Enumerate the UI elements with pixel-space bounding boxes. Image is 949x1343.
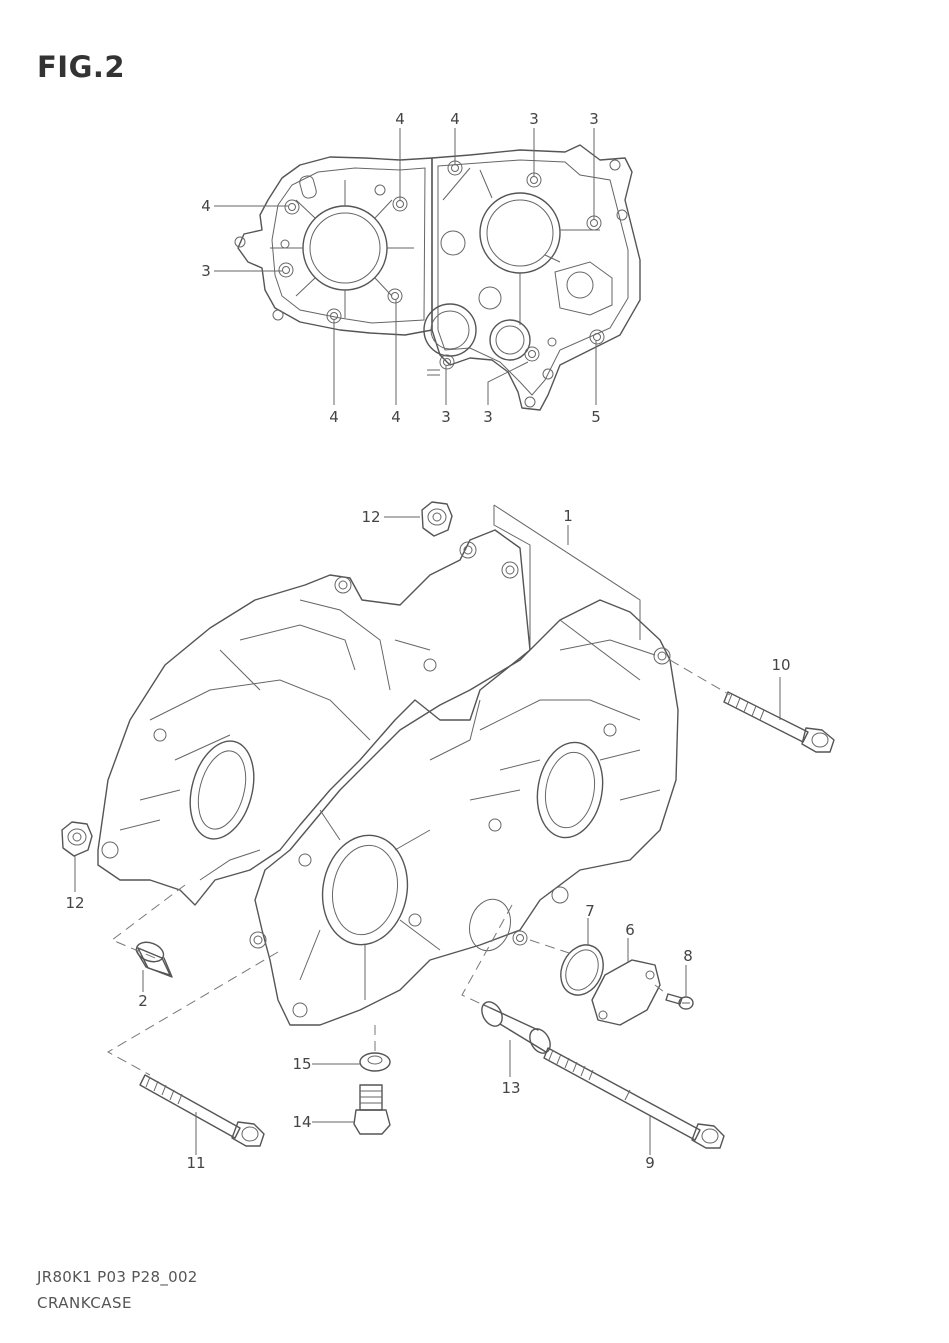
- left-case-details: [119, 599, 431, 881]
- right-bearing-bore-inner: [486, 199, 554, 267]
- countershaft-bore-inner: [430, 310, 470, 350]
- left-exploded-bearing-inner: [197, 750, 247, 830]
- right-case-details: [429, 619, 661, 801]
- callout-part-1: 1: [563, 507, 573, 525]
- part-9-long-bolt: [543, 1047, 725, 1149]
- right-bearing-bore-outer: [479, 192, 561, 274]
- callout-top-4: 3: [589, 110, 599, 128]
- part-15-gasket: [359, 1052, 391, 1072]
- left-case-slot: [299, 175, 317, 199]
- top-view-leaders: [214, 128, 597, 405]
- exploded-case-holes: [101, 541, 671, 1018]
- shaft-hole-center: [478, 286, 502, 310]
- callout-part-2: 2: [138, 992, 148, 1010]
- callout-top-6: 3: [201, 262, 211, 280]
- driveshaft-bore: [489, 319, 531, 361]
- callout-part-10: 10: [771, 656, 790, 674]
- callout-top-7: 4: [329, 408, 339, 426]
- part-2-dowel-pin: [135, 941, 173, 978]
- left-case-ribs: [270, 180, 414, 318]
- callout-part-14: 14: [292, 1113, 311, 1131]
- left-case-half-outline: [237, 156, 433, 336]
- crank-bore-outer: [321, 834, 409, 946]
- crankcase-bracket: [493, 504, 641, 650]
- part-8-screw: [665, 993, 694, 1010]
- left-mount-lug-hole: [234, 236, 246, 248]
- driveshaft-bore-inner: [495, 325, 525, 355]
- drawing-code: JR80K1 P03 P28_002: [37, 1268, 198, 1286]
- part-12-nut-left: [61, 821, 93, 857]
- callout-top-9: 3: [441, 408, 451, 426]
- part-13-bush: [481, 1001, 551, 1054]
- callout-part-12-top: 12: [361, 508, 380, 526]
- callout-part-6: 6: [625, 921, 635, 939]
- part-6-cover-plate: [591, 959, 661, 1026]
- shift-cover-bore: [566, 271, 594, 299]
- left-case-inner-rim: [271, 167, 426, 324]
- drawing-name: CRANKCASE: [37, 1294, 133, 1312]
- left-bolt-holes: [272, 184, 408, 324]
- callout-part-7: 7: [585, 902, 595, 920]
- crankcase-exploded-view: [97, 504, 679, 1026]
- callout-part-12-left: 12: [65, 894, 84, 912]
- right-case-inner-rim: [437, 159, 629, 396]
- crankcase-top-view: [234, 144, 641, 411]
- callout-part-15: 15: [292, 1055, 311, 1073]
- exploded-view-callouts: 1 12 10 12 2 7 6 8 15 14 13 11 9: [65, 507, 790, 1172]
- right-crankcase-body: [254, 599, 679, 1026]
- callout-part-13: 13: [501, 1079, 520, 1097]
- callout-top-8: 4: [391, 408, 401, 426]
- callout-top-3: 3: [529, 110, 539, 128]
- callout-part-9: 9: [645, 1154, 655, 1172]
- part-12-nut-top: [421, 501, 453, 537]
- callout-top-11: 5: [591, 408, 601, 426]
- part-7-o-ring: [560, 944, 604, 996]
- figure-title: FIG.2: [37, 50, 126, 84]
- callout-part-11: 11: [186, 1154, 205, 1172]
- shaft-hole-small: [440, 230, 466, 256]
- right-exploded-bearing-bore: [536, 741, 604, 839]
- shift-cover-pad: [554, 261, 613, 316]
- part-10-bolt: [723, 691, 835, 753]
- left-exploded-bearing-bore: [189, 740, 255, 840]
- crank-bore-ribs: [299, 809, 441, 1000]
- right-case-half-outline: [431, 144, 641, 411]
- callout-part-8: 8: [683, 947, 693, 965]
- callout-top-2: 4: [450, 110, 460, 128]
- exploded-view-leaders: [74, 516, 781, 1155]
- left-bearing-bore-inner: [309, 212, 381, 284]
- part-11-bolt: [139, 1074, 265, 1147]
- case-mark: [427, 369, 440, 376]
- part-14-drain-bolt: [353, 1084, 391, 1135]
- right-case-ribs: [442, 167, 600, 325]
- left-crankcase-body: [97, 529, 531, 906]
- crank-bore-inner: [332, 844, 398, 936]
- callout-top-10: 3: [483, 408, 493, 426]
- assembly-dash-lines: [106, 659, 731, 1076]
- shift-shaft-bore: [469, 898, 511, 952]
- callout-top-1: 4: [395, 110, 405, 128]
- callout-top-5: 4: [201, 197, 211, 215]
- left-bearing-bore-outer: [302, 205, 388, 291]
- top-view-callouts: 4 4 3 3 4 3 4 4 3 3 5: [201, 110, 601, 426]
- right-bolt-holes: [439, 159, 628, 408]
- right-exploded-bearing-inner: [544, 751, 596, 829]
